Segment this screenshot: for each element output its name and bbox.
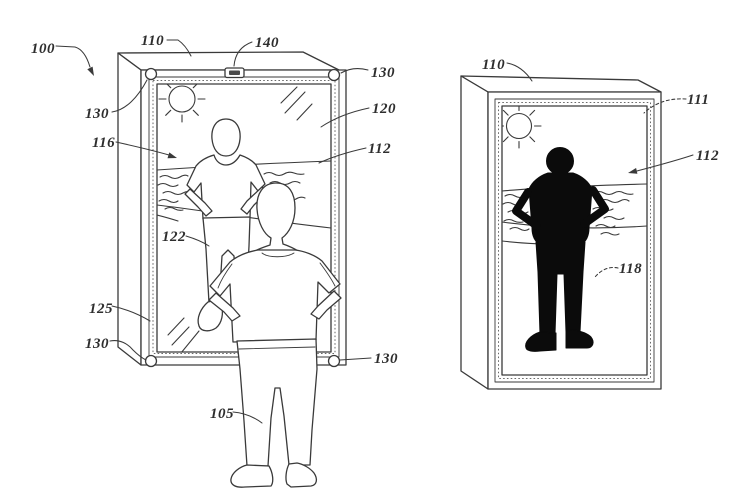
leader-112-right <box>636 154 694 172</box>
ref-label-130-top-right: 130 <box>371 65 395 81</box>
arrowhead-112-right <box>628 168 638 174</box>
user-waistband <box>238 346 316 350</box>
right-mirror-figure: 110 111 112 118 <box>460 57 719 390</box>
leader-130-top-right <box>340 68 369 74</box>
arrowhead-116 <box>167 152 177 159</box>
display-scene <box>502 106 647 352</box>
ref-label-112-right: 112 <box>696 148 719 164</box>
display-bezel-dotted-texture <box>498 102 651 379</box>
leader-118 <box>594 267 619 278</box>
silhouette-head <box>546 147 574 175</box>
leader-120 <box>320 107 370 128</box>
leader-100 <box>55 45 91 68</box>
ref-label-112-left: 112 <box>368 141 391 157</box>
ref-label-105: 105 <box>210 406 234 422</box>
user-left-sleeve-seam <box>217 263 233 289</box>
leader-110 <box>166 39 192 57</box>
ref-label-111: 111 <box>687 92 709 108</box>
silhouette-left-arm <box>512 188 541 230</box>
silhouette-right-arm <box>580 186 609 228</box>
ref-label-110-right: 110 <box>482 57 505 73</box>
leader-116 <box>115 141 170 156</box>
corner-fastener-top-right <box>327 68 341 82</box>
corner-fastener-bottom-right <box>327 354 341 368</box>
user-left-shoe <box>230 464 274 488</box>
silhouette-left-foot <box>525 331 557 352</box>
leader-125 <box>111 305 151 322</box>
mirror-left-side-panel <box>117 52 142 366</box>
user-left-arm <box>208 292 241 322</box>
user-right-shoe <box>285 462 318 488</box>
user-pants <box>236 338 318 467</box>
ref-label-140: 140 <box>255 35 279 51</box>
ref-label-130-top-left: 130 <box>85 106 109 122</box>
leader-112 <box>318 147 367 164</box>
leader-140 <box>233 41 253 67</box>
camera-module <box>224 67 245 79</box>
corner-fasteners <box>144 67 341 368</box>
corner-fastener-top-left <box>144 67 158 81</box>
corner-fastener-bottom-left <box>144 354 158 368</box>
silhouette-legs <box>535 241 586 335</box>
silhouette-torso <box>528 172 593 245</box>
reflected-person-left-arm <box>184 188 213 217</box>
silhouette-right-foot <box>565 329 594 349</box>
leader-110-right <box>506 62 533 82</box>
ref-label-125: 125 <box>89 301 113 317</box>
reflected-person-left-shoe <box>197 299 223 332</box>
ref-label-120: 120 <box>372 101 396 117</box>
leader-130-bottom-left <box>109 340 147 361</box>
leader-105 <box>232 411 263 424</box>
ref-label-130-bottom-left: 130 <box>85 336 109 352</box>
left-mirror-figure: 100 110 140 130 130 120 112 116 122 125 … <box>31 33 398 488</box>
right-figure-labels: 110 111 112 118 <box>482 57 719 277</box>
shore-line-2 <box>157 214 179 222</box>
ref-label-116: 116 <box>92 135 115 151</box>
left-figure-leader-lines <box>55 39 372 424</box>
left-figure-labels: 100 110 140 130 130 120 112 116 122 125 … <box>31 33 398 422</box>
display-top-face <box>460 75 662 93</box>
leader-130-bottom-right <box>339 357 372 361</box>
reflected-person-head <box>211 118 241 157</box>
sun-icon <box>158 84 206 123</box>
display-bezel-outline <box>494 98 655 383</box>
glass-reflection-hatch-bottom <box>167 317 200 352</box>
user-person <box>208 182 342 488</box>
mirror-top-face <box>117 51 340 71</box>
leader-111 <box>643 98 687 114</box>
leader-122 <box>185 235 210 247</box>
display-left-side-panel <box>460 75 489 390</box>
glass-reflection-hatch-top <box>280 86 313 121</box>
ref-label-100: 100 <box>31 41 55 57</box>
ref-label-118: 118 <box>619 261 642 277</box>
user-silhouette <box>512 147 609 352</box>
user-right-sleeve-seam <box>319 262 336 287</box>
ref-label-122: 122 <box>162 229 186 245</box>
ref-label-110-left: 110 <box>141 33 164 49</box>
leader-130-top-left <box>111 79 148 113</box>
user-right-arm <box>310 290 342 320</box>
user-collar <box>261 252 295 258</box>
ref-label-130-bottom-right: 130 <box>374 351 398 367</box>
sun-icon-right <box>502 106 542 149</box>
arrowhead-100 <box>87 66 94 76</box>
right-figure-leader-lines <box>506 62 694 278</box>
